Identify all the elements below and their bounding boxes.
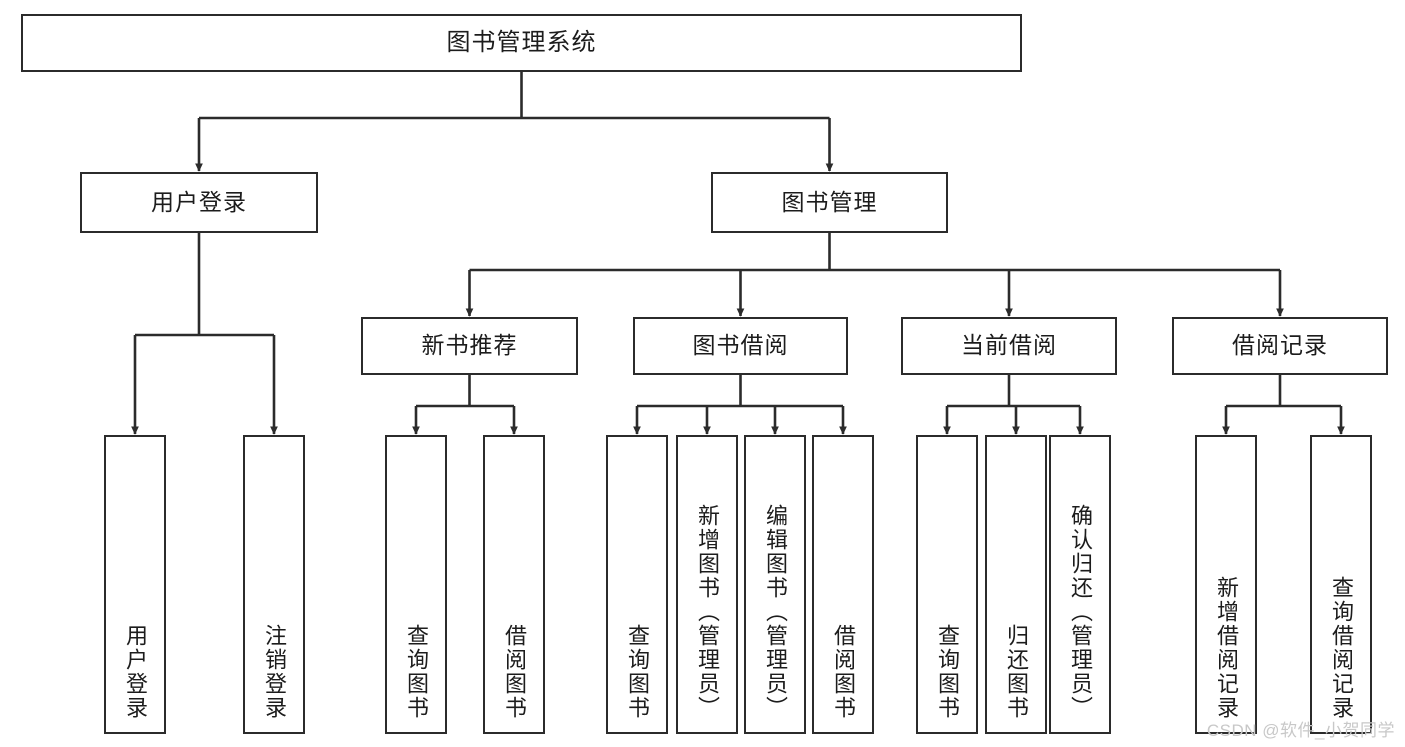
node-leaf-new-query: 查询图书 <box>385 435 447 734</box>
node-leaf-b-edit: 编辑图书（管理员） <box>744 435 806 734</box>
node-current: 当前借阅 <box>901 317 1117 375</box>
node-label: 当前借阅 <box>961 332 1057 359</box>
node-leaf-r-query: 查询借阅记录 <box>1310 435 1372 734</box>
node-leaf-c-confirm: 确认归还（管理员） <box>1049 435 1111 734</box>
node-newbooks: 新书推荐 <box>361 317 578 375</box>
node-root: 图书管理系统 <box>21 14 1022 72</box>
node-label: 新增借阅记录 <box>1213 576 1239 720</box>
node-leaf-new-borrow: 借阅图书 <box>483 435 545 734</box>
node-label: 借阅记录 <box>1232 332 1328 359</box>
node-label: 查询借阅记录 <box>1328 576 1354 720</box>
node-label: 确认归还（管理员） <box>1067 504 1093 720</box>
node-label: 编辑图书（管理员） <box>762 504 788 720</box>
node-leaf-b-add: 新增图书（管理员） <box>676 435 738 734</box>
node-label: 图书管理系统 <box>446 28 597 56</box>
csdn-watermark: CSDN @软件_小贺同学 <box>1206 721 1395 740</box>
node-label: 查询图书 <box>934 624 960 720</box>
node-login: 用户登录 <box>80 172 318 233</box>
node-label: 用户登录 <box>122 624 148 720</box>
node-label: 查询图书 <box>403 624 429 720</box>
node-leaf-c-query: 查询图书 <box>916 435 978 734</box>
node-label: 图书管理 <box>781 188 878 215</box>
node-leaf-b-query: 查询图书 <box>606 435 668 734</box>
node-leaf-user-logout: 注销登录 <box>243 435 305 734</box>
node-label: 注销登录 <box>261 624 287 720</box>
node-label: 新书推荐 <box>421 332 518 359</box>
node-label: 借阅图书 <box>830 624 856 720</box>
node-leaf-user-login: 用户登录 <box>104 435 166 734</box>
node-leaf-r-add: 新增借阅记录 <box>1195 435 1257 734</box>
node-leaf-b-borrow: 借阅图书 <box>812 435 874 734</box>
node-leaf-c-return: 归还图书 <box>985 435 1047 734</box>
node-borrow: 图书借阅 <box>633 317 848 375</box>
node-label: 用户登录 <box>151 188 247 215</box>
node-label: 归还图书 <box>1003 624 1029 720</box>
node-bookmgmt: 图书管理 <box>711 172 948 233</box>
node-label: 查询图书 <box>624 624 650 720</box>
node-label: 新增图书（管理员） <box>694 504 720 720</box>
node-label: 借阅图书 <box>501 624 527 720</box>
node-label: 图书借阅 <box>692 332 789 359</box>
node-records: 借阅记录 <box>1172 317 1388 375</box>
